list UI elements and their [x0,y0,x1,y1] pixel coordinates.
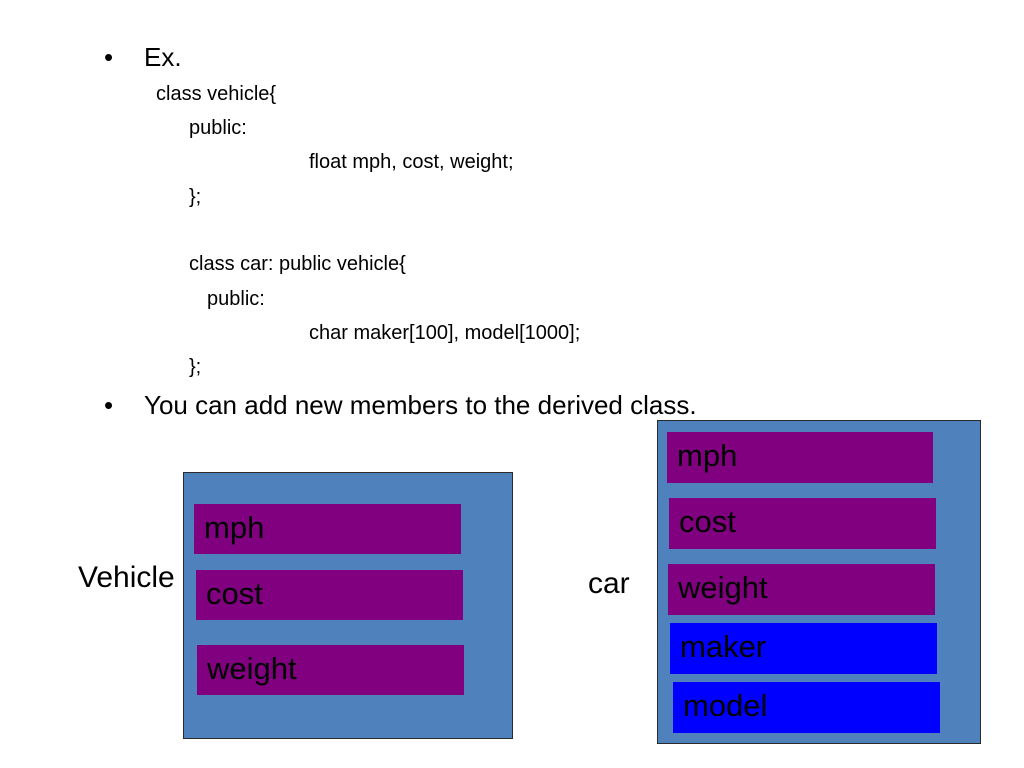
code-line-car-members: char maker[100], model[1000]; [309,322,581,344]
car-member-cost: cost [669,498,936,549]
car-member-maker: maker [670,623,937,674]
member-label: weight [678,570,768,605]
bullet-marker: • [104,42,114,72]
member-label: cost [206,576,263,611]
code-line-class-vehicle: class vehicle{ [156,83,277,105]
code-line-close-1: }; [189,186,202,208]
vehicle-member-mph: mph [194,504,461,554]
member-label: weight [207,651,297,686]
car-label: car [588,567,630,600]
vehicle-member-cost: cost [196,570,463,620]
code-line-public-2: public: [207,288,265,310]
member-label: maker [680,629,767,664]
code-line-class-car: class car: public vehicle{ [189,253,406,275]
car-member-weight: weight [668,564,935,615]
car-member-mph: mph [667,432,933,483]
bullet-text-derived-class: You can add new members to the derived c… [144,390,697,420]
member-label: mph [677,438,738,473]
code-line-close-2: }; [189,356,202,378]
member-label: model [683,688,768,723]
code-line-vehicle-members: float mph, cost, weight; [309,151,514,173]
code-line-public-1: public: [189,117,247,139]
car-member-model: model [673,682,940,733]
vehicle-box: mph cost weight [183,472,513,739]
car-box: mph cost weight maker model [657,420,981,744]
member-label: cost [679,504,736,539]
member-label: mph [204,510,265,545]
vehicle-label: Vehicle [78,561,175,594]
bullet-text-ex: Ex. [144,42,182,72]
bullet-marker: • [104,390,114,420]
vehicle-member-weight: weight [197,645,464,695]
